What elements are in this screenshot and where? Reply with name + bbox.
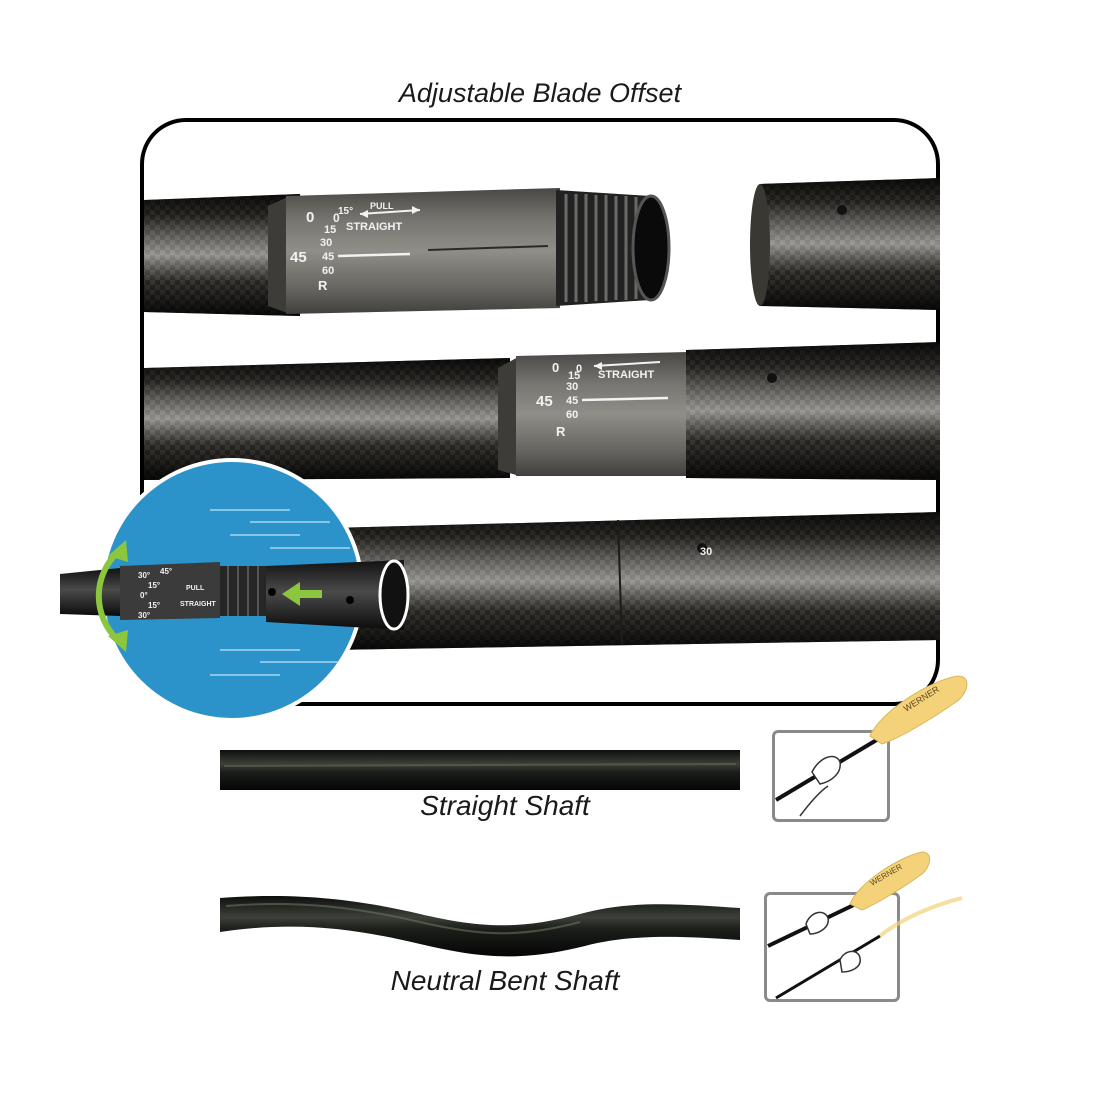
top-shaft-right bbox=[750, 178, 940, 310]
scale-small-15: 15° bbox=[338, 206, 353, 217]
neutral-bent-shaft bbox=[220, 895, 740, 957]
inset-deg-30: 30° bbox=[138, 611, 150, 620]
inset-deg-15b: 15° bbox=[148, 601, 160, 610]
scale-60: 60 bbox=[322, 265, 334, 277]
bent-paddle: WERNER bbox=[767, 851, 963, 1000]
mid-scale-60: 60 bbox=[566, 409, 578, 421]
mid-scale-left-0: 0 bbox=[552, 360, 559, 375]
scale-r: R bbox=[318, 278, 328, 293]
mid-scale-left-45: 45 bbox=[536, 393, 553, 410]
mid-scale-30: 30 bbox=[566, 381, 578, 393]
mid-scale-45: 45 bbox=[566, 395, 578, 407]
straight-paddle: WERNER bbox=[774, 675, 968, 817]
neutral-bent-shaft-caption: Neutral Bent Shaft bbox=[390, 965, 620, 996]
rotate-arrow-icon bbox=[95, 549, 121, 643]
scale-straight: STRAIGHT bbox=[346, 221, 403, 233]
lower-shaft-mark: 30 bbox=[700, 546, 712, 558]
inset-deg-45-top: 45° bbox=[160, 567, 172, 576]
mid-scale-15: 15 bbox=[568, 370, 580, 382]
mid-scale-straight: STRAIGHT bbox=[598, 369, 655, 381]
push-arrow-icon bbox=[282, 582, 322, 606]
scale-left-45: 45 bbox=[290, 249, 307, 266]
inset-deg-15a: 15° bbox=[148, 581, 160, 590]
scale-30: 30 bbox=[320, 237, 332, 249]
middle-ferrule bbox=[498, 352, 690, 476]
scale-pull: PULL bbox=[370, 201, 394, 211]
hand-icon bbox=[811, 755, 841, 785]
middle-ferrule-scale: 0 0 STRAIGHT 15 30 45 45 60 R bbox=[536, 360, 669, 439]
top-ferrule-scale: 0 15° 0 PULL STRAIGHT 15 30 45 45 60 R bbox=[290, 201, 421, 293]
lower-shaft: 30 bbox=[330, 512, 940, 650]
straight-shaft-caption: Straight Shaft bbox=[420, 790, 590, 821]
scale-right-0: 0 bbox=[333, 211, 340, 225]
mid-scale-r: R bbox=[556, 424, 566, 439]
bent-grip-thumbnail bbox=[764, 892, 900, 1002]
middle-shaft-left bbox=[144, 358, 510, 480]
scale-left-0: 0 bbox=[306, 209, 314, 226]
top-ferrule bbox=[268, 188, 560, 314]
inset-detail: 30° 45° 15° 0° 15° 30° PULL STRAIGHT bbox=[60, 458, 410, 722]
top-shaft-left bbox=[144, 194, 300, 316]
mid-scale-right-0: 0 bbox=[576, 363, 582, 375]
inset-deg-30-top: 30° bbox=[138, 571, 150, 580]
inset-straight: STRAIGHT bbox=[180, 601, 217, 608]
inset-pull: PULL bbox=[186, 585, 205, 592]
scale-15: 15 bbox=[324, 224, 336, 236]
adjustable-blade-offset-caption: Adjustable Blade Offset bbox=[398, 78, 682, 108]
inset-deg-0: 0° bbox=[140, 591, 148, 600]
middle-shaft-right bbox=[686, 342, 940, 480]
top-spline-end bbox=[556, 190, 671, 306]
scale-45: 45 bbox=[322, 251, 334, 263]
inset-scale: 30° 45° 15° 0° 15° 30° PULL STRAIGHT bbox=[138, 567, 217, 620]
straight-shaft bbox=[220, 750, 740, 790]
